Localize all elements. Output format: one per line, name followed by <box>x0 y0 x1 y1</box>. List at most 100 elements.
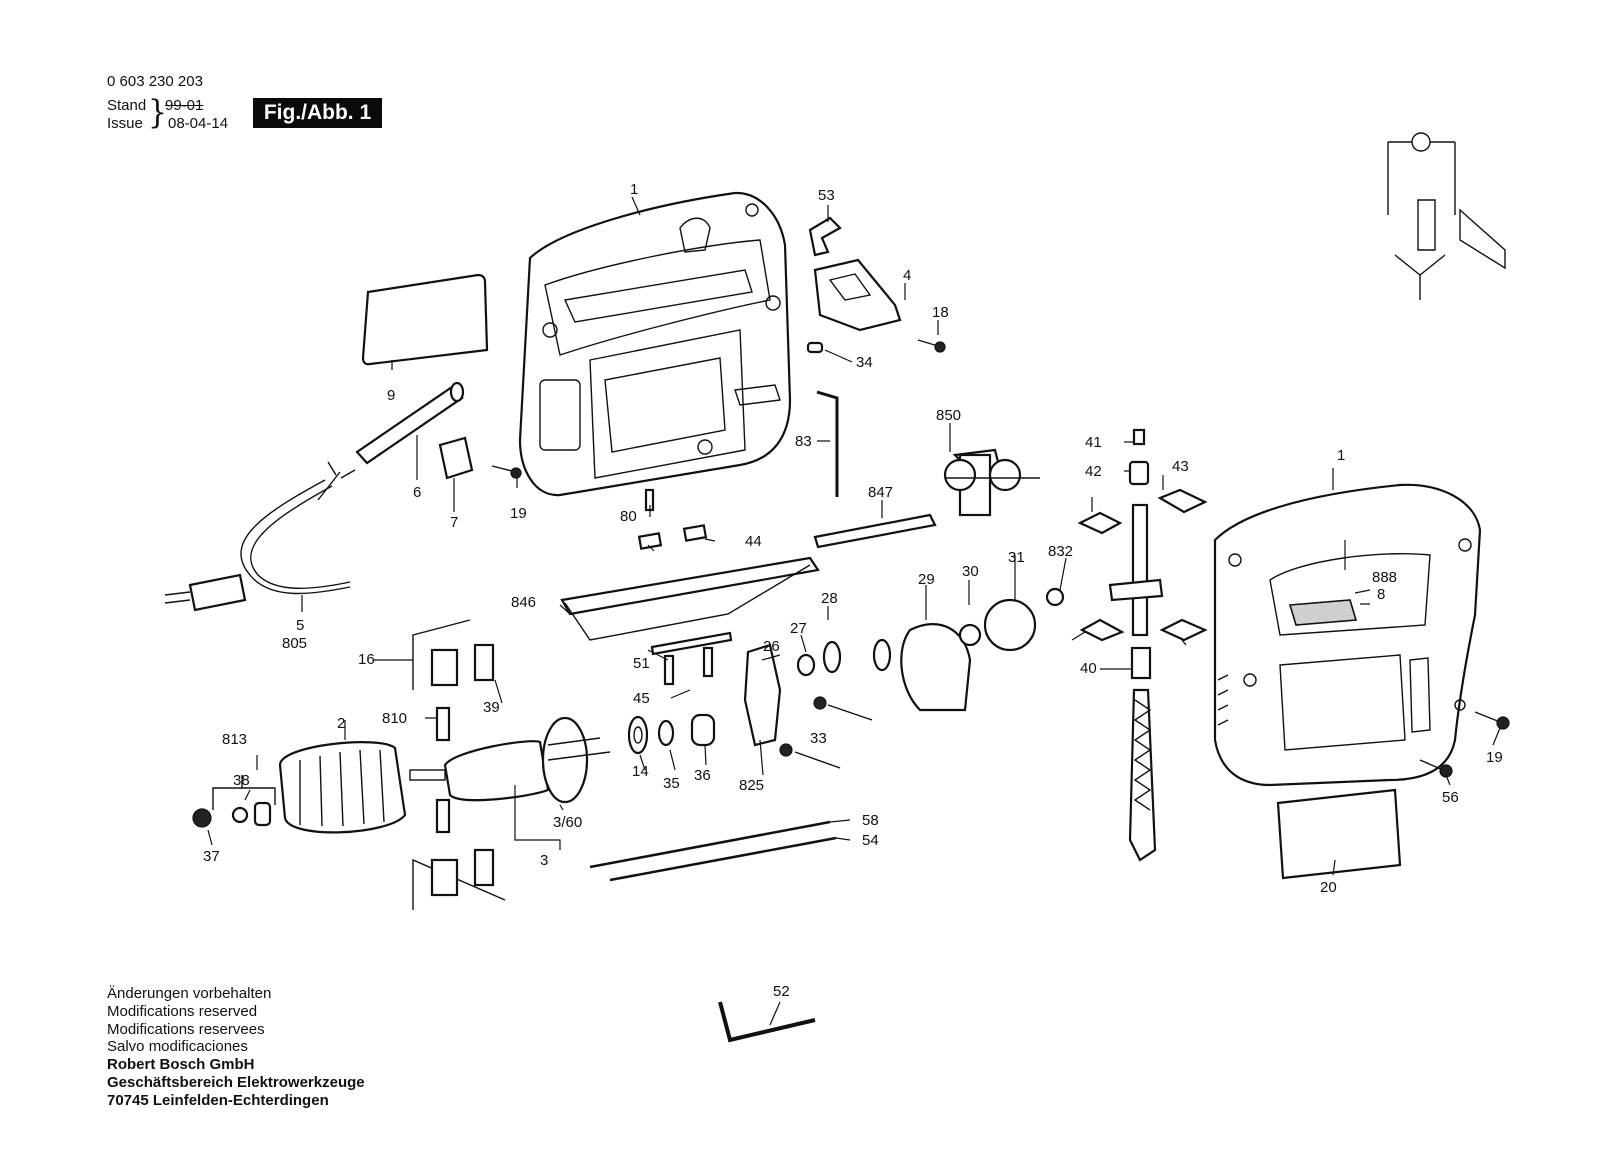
part-label: 7 <box>450 514 458 531</box>
part-label: 58 <box>862 812 879 829</box>
part-label: 9 <box>387 387 395 404</box>
part-label: 83 <box>795 433 812 450</box>
footer-notice: Änderungen vorbehalten Modifications res… <box>107 985 365 1110</box>
leader-lines <box>207 196 1501 1026</box>
part-number-labels: 1 53 4 18 34 9 83 6 7 19 80 850 847 44 4… <box>203 181 1503 1000</box>
part-label: 888 <box>1372 569 1397 586</box>
base-plate <box>560 524 820 686</box>
part-label: 14 <box>632 763 649 780</box>
part-label: 36 <box>694 767 711 784</box>
document-number: 0 603 230 203 <box>107 73 203 90</box>
part-label: 19 <box>1486 749 1503 766</box>
housing-right-half <box>1213 483 1482 787</box>
part-label: 1 <box>1337 447 1345 464</box>
part-label: 3 <box>540 852 548 869</box>
part-label: 38 <box>233 772 250 789</box>
part-label: 43 <box>1172 458 1189 475</box>
part-label: 26 <box>763 638 780 655</box>
part-label: 41 <box>1085 434 1102 451</box>
part-label: 45 <box>633 690 650 707</box>
brace-icon: } <box>148 93 168 132</box>
rocker-lever <box>743 643 782 747</box>
pin <box>806 341 824 354</box>
part-label: 810 <box>382 710 407 727</box>
part-label: 18 <box>932 304 949 321</box>
part-label: 51 <box>633 655 650 672</box>
label-plate <box>361 273 489 366</box>
issue-label: Issue <box>107 115 143 132</box>
spring-clip <box>808 216 842 257</box>
part-label: 42 <box>1085 463 1102 480</box>
part-label: 29 <box>918 571 935 588</box>
part-label: 33 <box>810 730 827 747</box>
footer-line: Modifications reserved <box>107 1002 258 1020</box>
part-label: 37 <box>203 848 220 865</box>
switch <box>813 258 902 332</box>
guide-shoes <box>1077 488 1208 642</box>
guide-rail <box>813 513 937 549</box>
wiring-schematic <box>1387 132 1506 300</box>
eccentric-gear <box>943 448 1040 517</box>
part-label: 846 <box>511 594 536 611</box>
hex-key <box>816 390 839 497</box>
part-label: 16 <box>358 651 375 668</box>
washers <box>796 638 892 677</box>
part-label: 35 <box>663 775 680 792</box>
part-label: 20 <box>1320 879 1337 896</box>
company-division: Geschäftsbereich Elektrowerkzeuge <box>107 1073 365 1091</box>
bushings <box>192 775 276 828</box>
part-label: 2 <box>337 715 345 732</box>
stand-date: 99-01 <box>165 97 204 114</box>
rods <box>589 820 837 882</box>
part-label: 56 <box>1442 789 1459 806</box>
screws <box>779 696 873 769</box>
brush-holders <box>412 619 506 910</box>
company-name: Robert Bosch GmbH <box>107 1056 255 1074</box>
bearings <box>627 713 716 755</box>
part-label: 1 <box>630 181 638 198</box>
part-label: 847 <box>868 484 893 501</box>
footer-line: Änderungen vorbehalten <box>107 985 272 1002</box>
hex-key <box>718 1001 816 1043</box>
footer-line: Modifications reservees <box>107 1020 265 1038</box>
part-label: 39 <box>483 699 500 716</box>
stand-label: Stand <box>107 97 147 114</box>
plunger-and-blade <box>1108 428 1164 862</box>
footer-line: Salvo modificaciones <box>107 1038 248 1056</box>
part-label: 850 <box>936 407 961 424</box>
part-label: 813 <box>222 731 247 748</box>
part-label: 3/60 <box>553 814 582 831</box>
part-label: 4 <box>903 267 911 284</box>
housing-left-half <box>518 191 792 497</box>
part-label: 8 <box>1377 586 1385 603</box>
part-label: 30 <box>962 563 979 580</box>
part-label: 19 <box>510 505 527 522</box>
field-stator <box>278 741 407 834</box>
part-label: 28 <box>821 590 838 607</box>
label-plate <box>1276 788 1402 880</box>
power-cord <box>164 381 465 612</box>
screw <box>917 339 946 353</box>
part-label: 34 <box>856 354 873 371</box>
screws <box>1419 711 1510 778</box>
figure-label: Fig./Abb. 1 <box>253 98 382 128</box>
part-label: 53 <box>818 187 835 204</box>
part-label: 832 <box>1048 543 1073 560</box>
part-label: 6 <box>413 484 421 501</box>
part-label: 52 <box>773 983 790 1000</box>
strain-relief <box>438 436 474 480</box>
screw <box>491 465 522 479</box>
part-label: 805 <box>282 635 307 652</box>
issue-date: 08-04-14 <box>168 115 229 132</box>
part-label: 40 <box>1080 660 1097 677</box>
part-label: 31 <box>1008 549 1025 566</box>
part-label: 44 <box>745 533 762 550</box>
part-label: 54 <box>862 832 879 849</box>
part-label: 825 <box>739 777 764 794</box>
part-label: 5 <box>296 617 304 634</box>
company-address: 70745 Leinfelden-Echterdingen <box>107 1091 329 1109</box>
part-label: 27 <box>790 620 807 637</box>
armature <box>409 716 611 804</box>
gear-train <box>900 587 1065 712</box>
